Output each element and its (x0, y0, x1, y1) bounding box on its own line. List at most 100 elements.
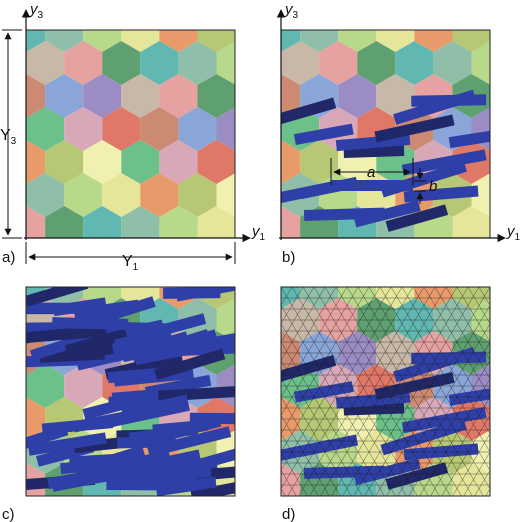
c-platelet (52, 317, 129, 330)
panel-d-frame (280, 286, 491, 497)
a-grain (236, 74, 274, 118)
c-platelet (27, 432, 107, 456)
b-platelet (281, 181, 332, 204)
mesh-edge (281, 287, 359, 416)
d-grain (491, 265, 520, 309)
d-grain (510, 430, 520, 474)
mesh-edge (281, 287, 348, 398)
mesh-edge (423, 287, 490, 398)
b-platelet (401, 149, 487, 176)
b-grain (300, 30, 339, 52)
mesh-edge (287, 287, 414, 496)
a-grain (216, 173, 235, 217)
b-grain (281, 140, 301, 184)
b-grain (281, 30, 301, 52)
mesh-edge (412, 287, 490, 416)
a-grain (178, 173, 217, 217)
a-grain (236, 140, 274, 184)
a-grain (45, 30, 84, 52)
c-platelet (155, 477, 208, 496)
c-platelet (114, 327, 172, 351)
a-grain (140, 173, 179, 217)
a-grain (121, 140, 160, 184)
b-platelet (393, 89, 477, 125)
mesh-edge (375, 304, 490, 496)
mesh-edge (456, 287, 490, 343)
panel-label-b: b) (282, 249, 295, 266)
b-grain (491, 8, 520, 52)
b-grain (376, 30, 415, 52)
a-grain (159, 30, 198, 52)
b-grain (510, 107, 520, 151)
dim-a-label: a (367, 164, 375, 181)
b-grain (395, 0, 433, 19)
b-grain (357, 0, 395, 19)
a-grain (159, 206, 198, 238)
d-platelet (281, 355, 337, 390)
a-grain (26, 74, 46, 118)
a-grain (121, 74, 160, 118)
mesh-edge (281, 287, 392, 471)
platelets-b (281, 89, 490, 232)
d-grain (491, 463, 520, 507)
b-grain (338, 30, 377, 52)
c-platelet (121, 334, 202, 363)
a-grain (83, 206, 122, 238)
mesh-edge (281, 287, 304, 325)
a-grain (178, 0, 216, 19)
mesh-edge (401, 287, 490, 435)
b-grain (491, 140, 520, 184)
d-grain (491, 397, 520, 441)
a-grain (26, 107, 65, 151)
a-grain (140, 107, 179, 151)
mesh-edge (298, 287, 425, 496)
hexagonal-grains-a (0, 0, 274, 238)
a-grain (121, 206, 160, 238)
a-grain (102, 107, 141, 151)
dimensioned-platelet (331, 180, 413, 191)
axis-y1-label-b: y1 (506, 223, 520, 243)
b-grain (433, 41, 472, 85)
mesh-edge (467, 287, 490, 325)
a-grain (216, 107, 235, 151)
b-grain (452, 206, 490, 238)
mesh-edge (281, 287, 315, 343)
mesh-edge (508, 287, 520, 496)
c-platelet (147, 426, 232, 458)
a-grain (83, 140, 122, 184)
a-grain (0, 140, 7, 184)
panel-c: c) (0, 286, 274, 522)
b-platelet (281, 97, 337, 132)
d-grain (491, 331, 520, 375)
mesh-edge (452, 433, 490, 496)
b-grain (491, 74, 520, 118)
b-grain (452, 30, 490, 52)
a-grain (64, 173, 103, 217)
a-grain (64, 107, 103, 151)
a-grain (64, 41, 103, 85)
mesh-edge (397, 341, 490, 496)
a-grain (197, 206, 235, 238)
c-platelet (26, 325, 107, 344)
c-platelet (52, 297, 107, 317)
a-grain (83, 74, 122, 118)
axis-y3-label-b: y3 (284, 1, 299, 21)
mesh-edge (408, 359, 490, 496)
axis-y1-label-a: y1 (251, 223, 266, 243)
b-grain (243, 41, 281, 85)
a-grain (26, 41, 65, 85)
c-grain (236, 397, 274, 441)
c-platelet (29, 331, 93, 361)
mesh-edge (512, 287, 520, 496)
b-grain (281, 206, 301, 238)
c-grain (0, 463, 7, 507)
dim-b-label: b (429, 178, 437, 195)
a-grain (178, 107, 217, 151)
d-grain (281, 463, 301, 496)
b-grain (319, 41, 358, 85)
c-platelet (154, 348, 226, 380)
a-grain (26, 30, 46, 52)
d-platelet (281, 439, 332, 461)
dim-Y1-label: Y1 (122, 253, 139, 273)
a-grain (197, 74, 235, 118)
